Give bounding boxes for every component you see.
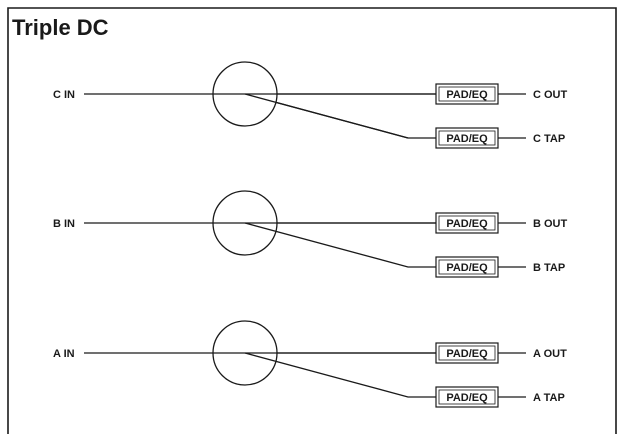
output-label-b-out: B OUT	[533, 218, 568, 230]
output-label-c-out: C OUT	[533, 89, 568, 101]
svg-text:PAD/EQ: PAD/EQ	[446, 89, 488, 101]
input-label-a: A IN	[53, 348, 75, 360]
coupler-b: B IN PAD/EQ B OUT PAD/EQ B TAP	[53, 190, 568, 278]
svg-text:PAD/EQ: PAD/EQ	[446, 392, 488, 404]
output-label-b-tap: B TAP	[533, 262, 565, 274]
pad-eq-block-b-tap: PAD/EQ	[435, 256, 499, 278]
diagram-frame	[7, 7, 617, 434]
output-label-a-out: A OUT	[533, 348, 567, 360]
svg-text:PAD/EQ: PAD/EQ	[446, 218, 488, 230]
coupler-c: C IN PAD/EQ C OUT PAD/EQ C TAP	[53, 61, 568, 149]
pad-eq-block-c-out: PAD/EQ	[435, 83, 499, 105]
tap-line-b	[244, 222, 436, 268]
svg-text:PAD/EQ: PAD/EQ	[446, 133, 488, 145]
pad-eq-block-b-out: PAD/EQ	[435, 212, 499, 234]
pad-eq-block-a-tap: PAD/EQ	[435, 386, 499, 408]
output-label-a-tap: A TAP	[533, 392, 565, 404]
svg-text:PAD/EQ: PAD/EQ	[446, 348, 488, 360]
output-label-c-tap: C TAP	[533, 133, 565, 145]
diagram-title: Triple DC	[12, 15, 109, 40]
input-label-b: B IN	[53, 218, 75, 230]
tap-line-a	[244, 352, 436, 398]
coupler-a: A IN PAD/EQ A OUT PAD/EQ A TAP	[53, 320, 567, 408]
tap-line-c-overlay	[244, 93, 409, 139]
input-label-c: C IN	[53, 89, 75, 101]
pad-eq-block-a-out: PAD/EQ	[435, 342, 499, 364]
pad-eq-block-c-tap: PAD/EQ	[435, 127, 499, 149]
svg-text:PAD/EQ: PAD/EQ	[446, 262, 488, 274]
